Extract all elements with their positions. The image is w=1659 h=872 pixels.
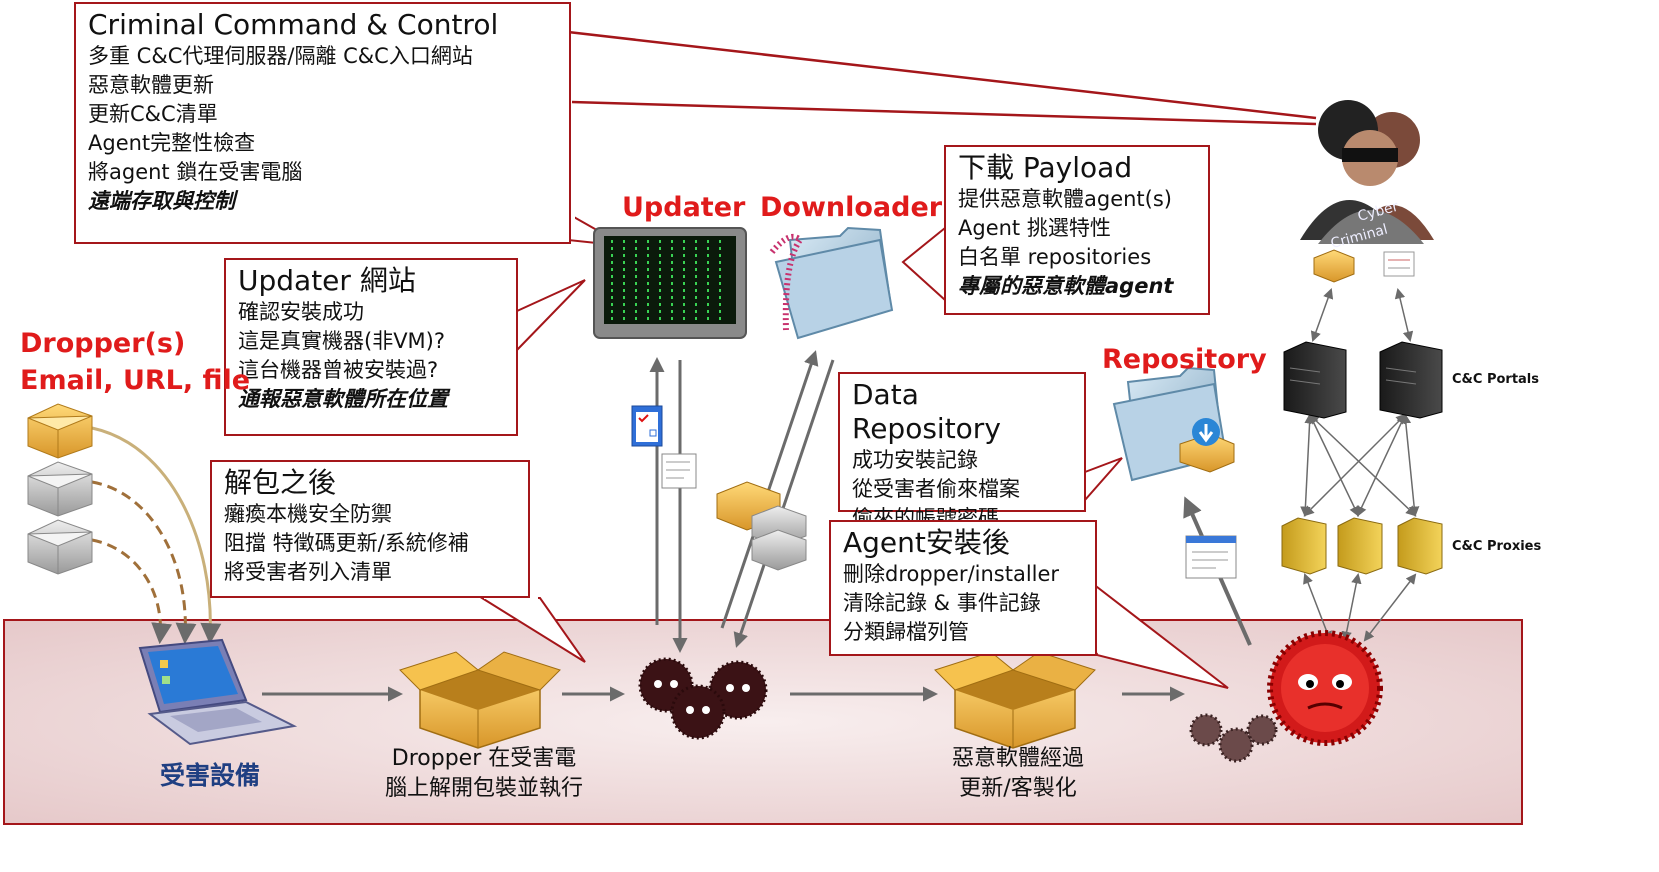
- step-dropper-unpack-label: Dropper 在受害電 腦上解開包裝並執行: [378, 744, 590, 804]
- repository-label: Repository: [1102, 344, 1267, 375]
- small-malware-cluster-icon: [1189, 713, 1278, 763]
- payload-callout: 下載 Payload 提供惡意軟體agent(s) Agent 挑選特性 白名單…: [944, 145, 1210, 315]
- cc-portals-label: C&C Portals: [1452, 372, 1539, 387]
- cyber-criminal-icon: Cyber Criminal: [1300, 100, 1434, 252]
- data-repository-callout: Data Repository 成功安裝記錄 從受害者偷來檔案 偷來的帳號密碼: [838, 372, 1086, 530]
- data-repository-line: 從受害者偷來檔案: [852, 477, 1020, 501]
- updater-emphasis: 通報惡意軟體所在位置: [238, 387, 448, 411]
- cc-proxy-server-icon: [1397, 517, 1443, 575]
- open-box-icon: [399, 651, 561, 749]
- cc-callout-title: Criminal Command & Control: [88, 8, 499, 41]
- dropper-package-grey-icon: [27, 519, 93, 575]
- laptop-icon: [138, 638, 298, 746]
- cc-proxy-server-icon: [1281, 517, 1327, 575]
- dropper-package-grey-icon: [27, 461, 93, 517]
- step-update-label: 惡意軟體經過 更新/客製化: [918, 744, 1118, 804]
- cc-line: 將agent 鎖在受害電腦: [88, 160, 303, 184]
- victim-device-label: 受害設備: [160, 761, 261, 790]
- agent-callout: Agent安裝後 刪除dropper/installer 清除記錄 & 事件記錄…: [829, 520, 1097, 656]
- updater-monitor-icon: [593, 227, 747, 339]
- open-box-icon: [934, 651, 1096, 749]
- data-repository-title: Data Repository: [852, 378, 1001, 445]
- cc-proxy-server-icon: [1337, 517, 1383, 575]
- document-icon: [1185, 535, 1237, 579]
- payload-line: Agent 挑選特性: [958, 216, 1111, 240]
- dropper-package-icon: [27, 403, 93, 459]
- agent-line: 分類歸檔列管: [843, 620, 969, 644]
- unpack-callout-title: 解包之後: [224, 466, 337, 499]
- unpack-callout: 解包之後 癱瘓本機安全防禦 阻擋 特徵碼更新/系統修補 將受害者列入清單: [210, 460, 530, 598]
- cc-proxies-label: C&C Proxies: [1452, 539, 1542, 554]
- updater-line: 確認安裝成功: [238, 300, 364, 324]
- updater-line: 這是真實機器(非VM)?: [238, 329, 446, 353]
- document-icon: [661, 453, 697, 489]
- updater-callout: Updater 網站 確認安裝成功 這是真實機器(非VM)? 這台機器曾被安裝過…: [224, 258, 518, 436]
- cc-portal-server-icon: [1379, 341, 1443, 419]
- payload-line: 白名單 repositories: [958, 245, 1152, 269]
- unpack-line: 癱瘓本機安全防禦: [224, 502, 392, 526]
- updater-callout-title: Updater 網站: [238, 264, 416, 297]
- cc-line: 多重 C&C代理伺服器/隔離 C&C入口網站: [88, 44, 473, 68]
- agent-line: 刪除dropper/installer: [843, 562, 1060, 586]
- cc-line: Agent完整性檢查: [88, 131, 256, 155]
- updater-label: Updater: [622, 192, 746, 223]
- repository-folder-icon: [1112, 366, 1235, 482]
- checklist-icon: [631, 405, 663, 447]
- red-malware-icon: [1267, 630, 1383, 746]
- step-dropper-line: 腦上解開包裝並執行: [384, 776, 583, 801]
- cc-emphasis: 遠端存取與控制: [88, 189, 235, 213]
- agent-callout-title: Agent安裝後: [843, 526, 1010, 559]
- payload-line: 提供惡意軟體agent(s): [958, 187, 1172, 211]
- downloader-label: Downloader: [760, 192, 943, 223]
- dropper-label: Dropper(s): [20, 328, 186, 359]
- payload-emphasis: 專屬的惡意軟體agent: [958, 274, 1174, 298]
- cc-callout: Criminal Command & Control 多重 C&C代理伺服器/隔…: [74, 2, 571, 244]
- cc-portal-server-icon: [1283, 341, 1347, 419]
- updater-line: 這台機器曾被安裝過?: [238, 358, 439, 382]
- data-repository-line: 成功安裝記錄: [852, 448, 978, 472]
- agent-line: 清除記錄 & 事件記錄: [843, 591, 1041, 615]
- step-update-line: 惡意軟體經過: [951, 746, 1084, 771]
- cc-line: 更新C&C清單: [88, 102, 218, 126]
- unpack-line: 阻擋 特徵碼更新/系統修補: [224, 531, 469, 555]
- malware-cluster-icon: [638, 657, 768, 740]
- payload-callout-title: 下載 Payload: [958, 151, 1133, 184]
- payload-packages-icon: [716, 481, 807, 571]
- package-mini-icon: [1313, 249, 1355, 283]
- unpack-line: 將受害者列入清單: [224, 560, 392, 584]
- downloader-folder-icon: [769, 226, 894, 340]
- step-dropper-line: Dropper 在受害電: [391, 746, 577, 771]
- cc-line: 惡意軟體更新: [88, 73, 214, 97]
- step-update-line: 更新/客製化: [959, 776, 1077, 801]
- dropper-sources-label: Email, URL, file: [20, 365, 251, 396]
- document-mini-icon: [1383, 251, 1415, 277]
